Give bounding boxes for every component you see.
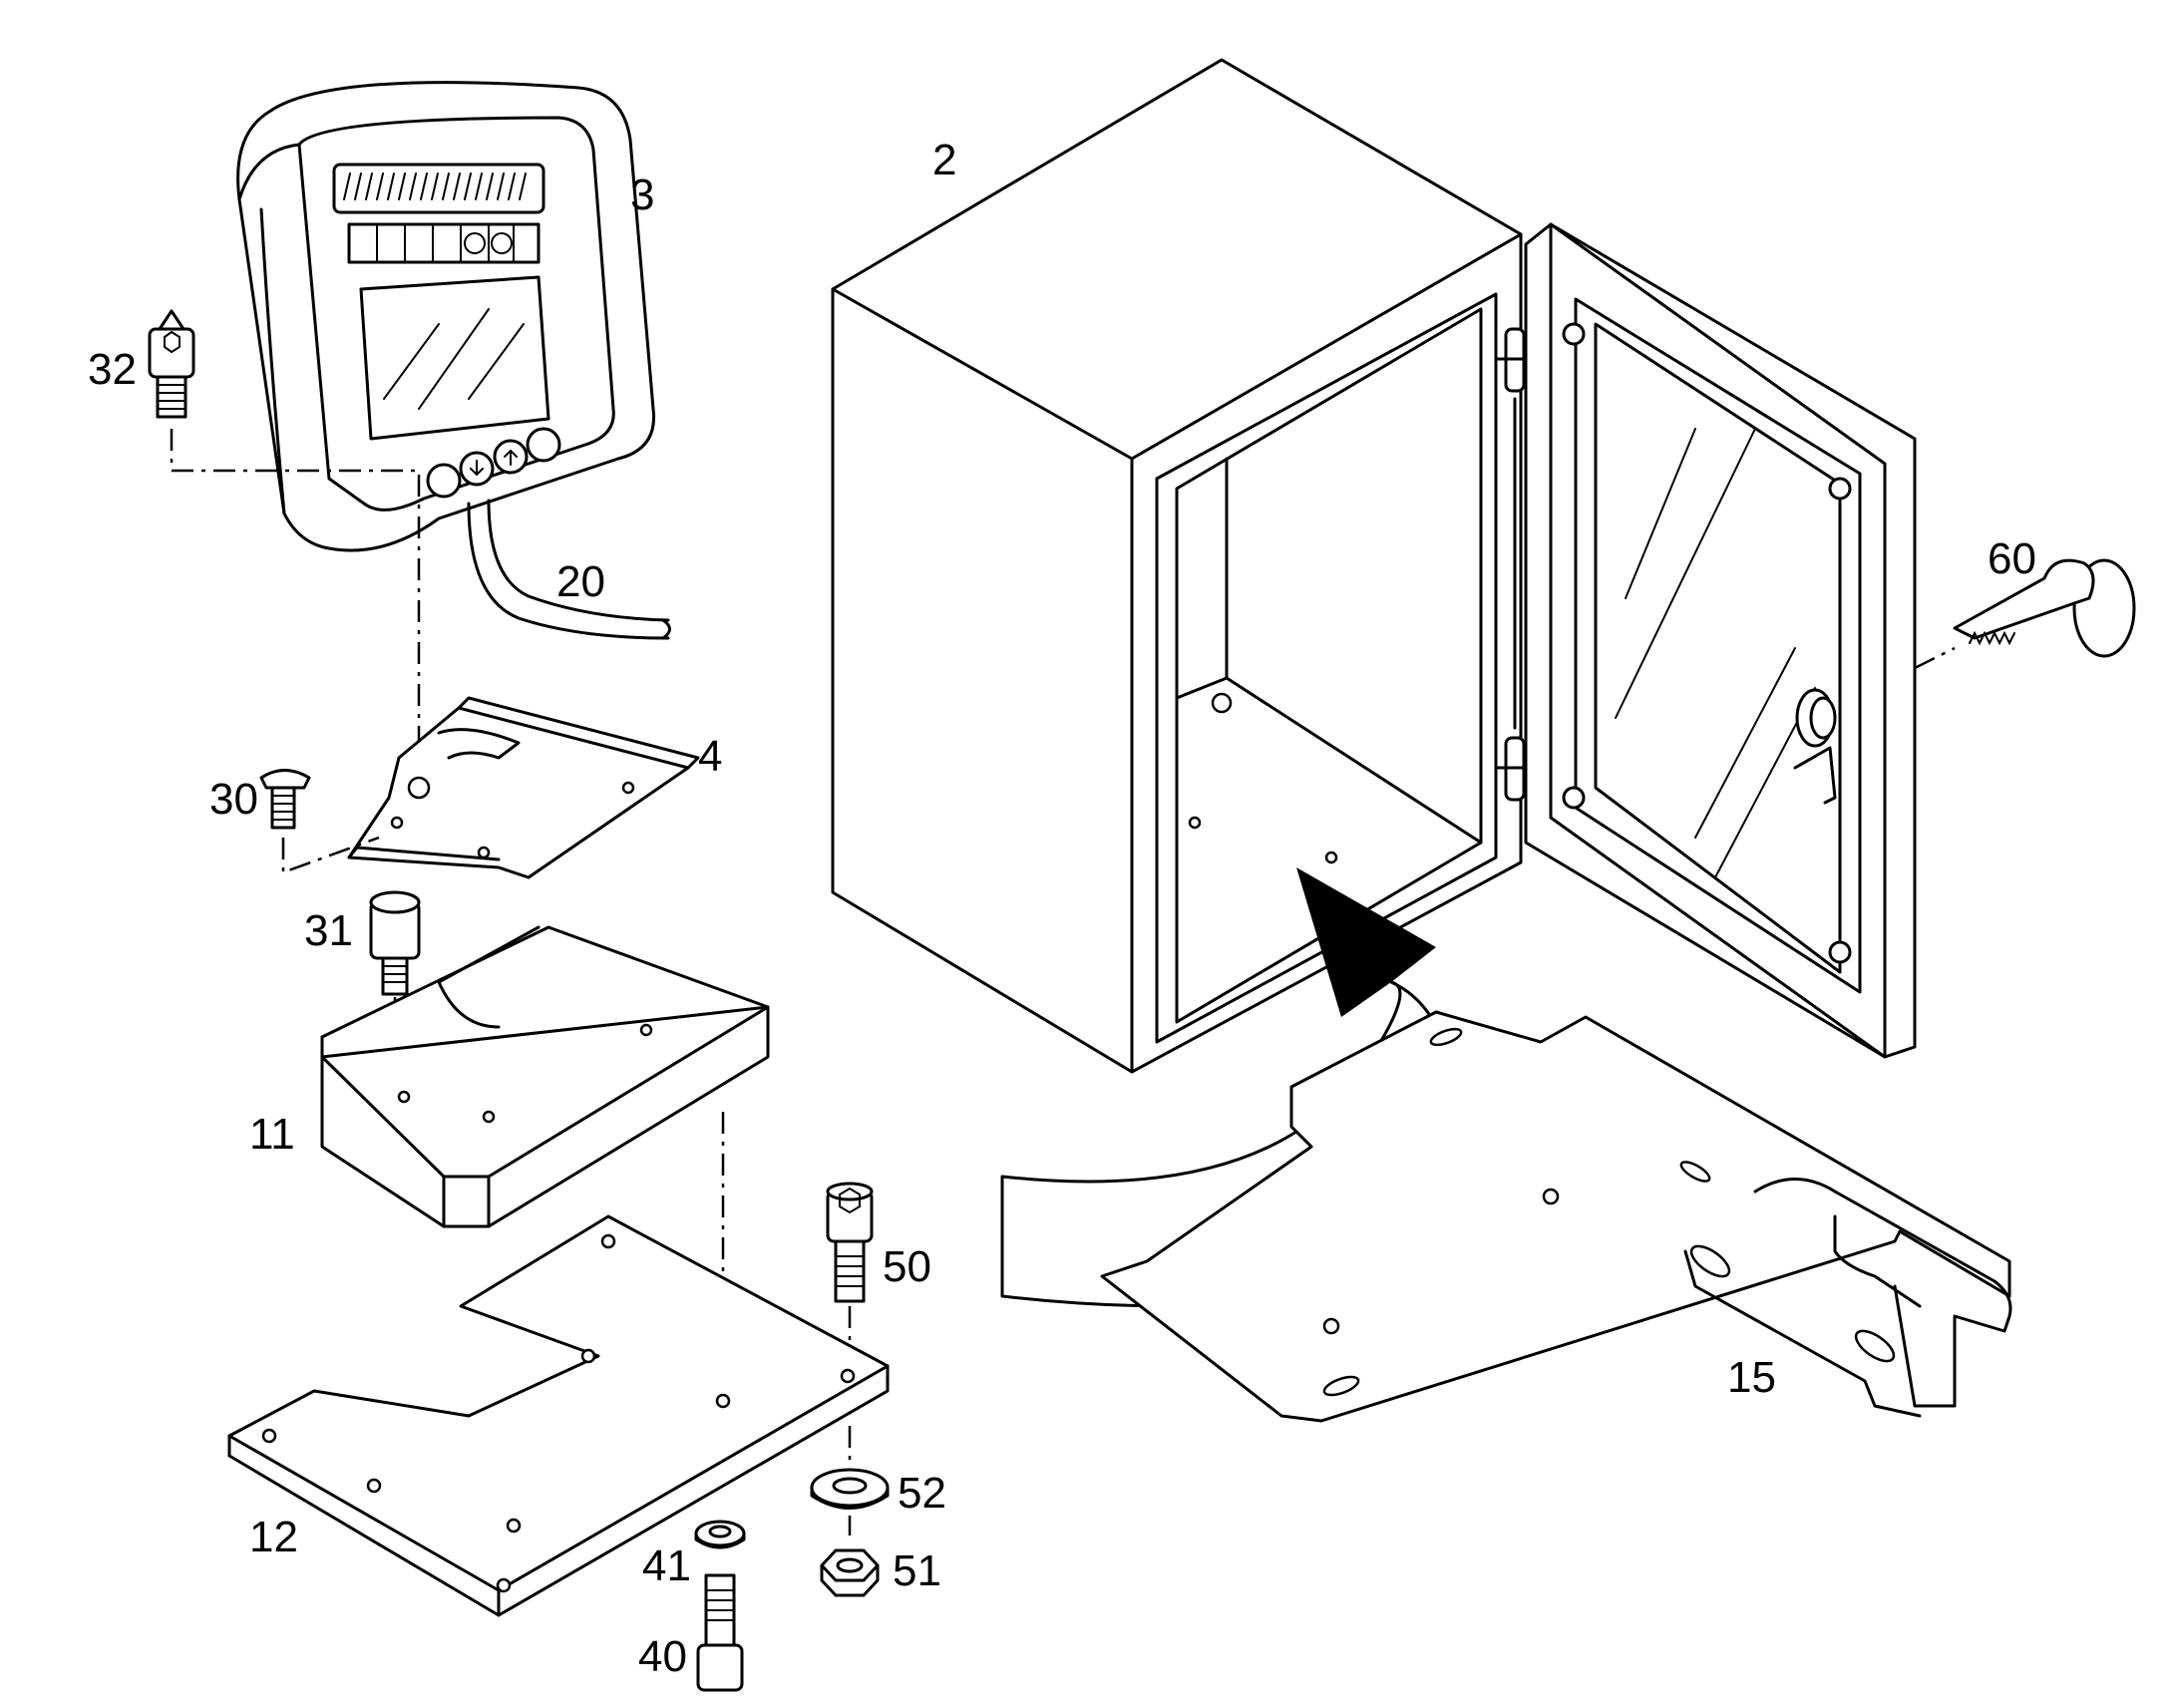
spacer-31	[369, 890, 421, 996]
bolt-40	[696, 1573, 744, 1692]
mounting-bracket-4	[347, 696, 700, 879]
label-part-30: 30	[209, 775, 258, 824]
label-part-32: 32	[88, 345, 137, 394]
label-part-2: 2	[932, 136, 956, 184]
base-plate-12	[227, 1214, 890, 1617]
label-part-31: 31	[304, 906, 353, 955]
label-part-52: 52	[898, 1469, 946, 1518]
mounting-bracket-15	[1100, 1010, 2012, 1423]
label-part-60: 60	[1988, 534, 2036, 583]
label-part-11: 11	[249, 1110, 295, 1159]
label-part-12: 12	[249, 1513, 298, 1561]
electrical-cabinet-2	[831, 58, 1917, 1074]
screw-30	[259, 769, 311, 830]
label-part-51: 51	[893, 1546, 941, 1595]
washer-52	[810, 1468, 890, 1510]
label-part-15: 15	[1727, 1353, 1776, 1402]
label-part-4: 4	[698, 732, 722, 781]
label-part-3: 3	[630, 171, 654, 219]
label-part-40: 40	[638, 1632, 687, 1681]
axis-line-32	[170, 429, 421, 778]
washer-41	[694, 1520, 746, 1549]
axis-line-60	[1914, 646, 1956, 670]
label-part-41: 41	[642, 1541, 691, 1590]
axis-line-30	[281, 836, 380, 874]
base-block-11	[320, 925, 770, 1228]
label-part-50: 50	[883, 1242, 931, 1291]
bolt-50	[826, 1182, 874, 1303]
label-part-20: 20	[556, 557, 605, 606]
key-60	[1953, 558, 2136, 658]
display-unit	[236, 81, 671, 640]
bolt-32	[148, 309, 195, 419]
nut-51	[820, 1548, 880, 1597]
